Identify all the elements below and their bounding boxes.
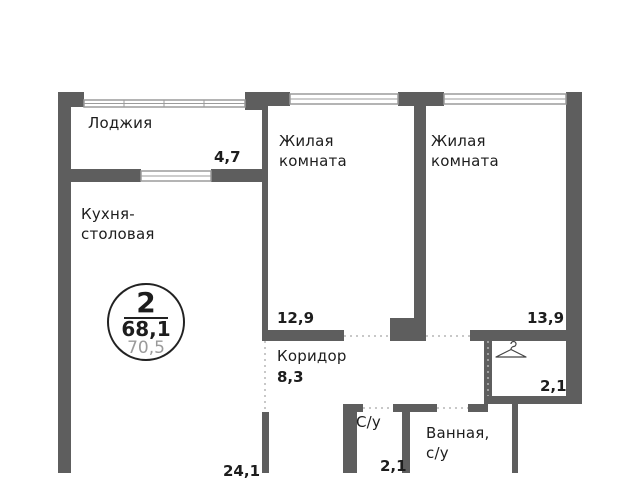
wardrobe-area: 2,1 xyxy=(540,377,567,395)
rooms-count: 2 xyxy=(136,286,156,319)
loggia-label: Лоджия xyxy=(88,114,153,132)
corridor-label: Коридор xyxy=(277,347,347,365)
loggia-area: 4,7 xyxy=(214,148,241,166)
badge-divider xyxy=(124,317,168,319)
bedroom2-label: Жилая комната xyxy=(431,132,499,170)
walls xyxy=(58,92,582,473)
windows xyxy=(83,93,567,182)
kitchen-area: 24,1 xyxy=(223,462,261,480)
door-openings xyxy=(264,335,489,412)
apartment-summary-badge: 2 68,1 70,5 xyxy=(107,283,185,361)
total-area: 70,5 xyxy=(127,338,165,358)
bedroom1-area: 12,9 xyxy=(277,309,315,327)
toilet-area: 2,1 xyxy=(380,457,407,475)
corridor-area: 8,3 xyxy=(277,368,304,386)
bathroom-label: Ванная, с/у xyxy=(426,424,490,462)
living-area: 68,1 xyxy=(121,317,171,341)
toilet-label: С/у xyxy=(356,413,382,431)
bedroom2-area: 13,9 xyxy=(527,309,565,327)
bedroom1-label: Жилая комната xyxy=(279,132,347,170)
hanger-icon xyxy=(495,340,527,358)
kitchen-label: Кухня- столовая xyxy=(81,205,155,243)
